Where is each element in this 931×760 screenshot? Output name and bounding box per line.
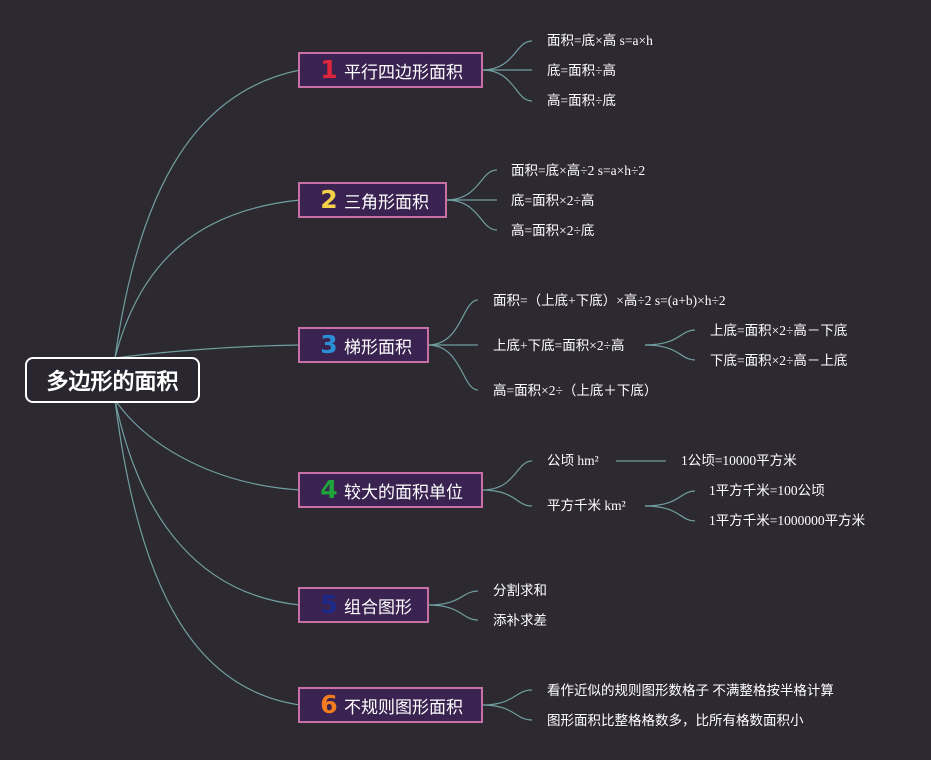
leaf-4-1-1: 1公顷=10000平方米 [681,453,797,468]
leaf-1-3: 高=面积÷底 [547,93,617,108]
leaf-2-2: 底=面积×2÷高 [511,193,595,208]
leaf-3-3: 高=面积×2÷（上底＋下底） [493,383,658,398]
leaf-1-1: 面积=底×高 s=a×h [547,33,653,48]
root-node[interactable]: 多边形的面积 [25,357,200,403]
branch-3-node[interactable]: 3 梯形面积 [298,327,429,363]
number-2-icon: 2 [320,185,338,214]
number-5-icon: 5 [320,590,338,619]
branch-1-label: 平行四边形面积 [344,62,463,83]
branch-6-label: 不规则图形面积 [344,697,463,718]
leaf-1-2: 底=面积÷高 [547,63,617,78]
link-root-3 [114,344,301,359]
leaf-5-1: 分割求和 [493,583,547,598]
leaf-4-2-2: 1平方千米=1000000平方米 [709,513,866,528]
branch-2-node[interactable]: 2 三角形面积 [298,182,447,218]
leaf-2-3: 高=面积×2÷底 [511,223,595,238]
leaf-4-2-1: 1平方千米=100公顷 [709,483,825,498]
leaf-2-1: 面积=底×高÷2 s=a×h÷2 [511,163,646,178]
leaf-4-1: 公顷 hm² [547,453,599,468]
leaf-3-1: 面积=（上底+下底）×高÷2 s=(a+b)×h÷2 [493,293,726,308]
number-1-icon: 1 [320,55,338,84]
branch-3-label: 梯形面积 [344,337,412,358]
leaf-3-2: 上底+下底=面积×2÷高 [493,338,625,353]
leaf-3-2-1: 上底=面积×2÷高－下底 [710,323,848,338]
number-4-icon: 4 [320,475,338,504]
branch-4-node[interactable]: 4 较大的面积单位 [298,472,483,508]
branch-2-label: 三角形面积 [344,192,429,213]
link-root-6 [114,399,301,706]
link-root-2 [114,199,301,359]
link-root-5 [114,399,301,606]
leaf-6-2: 图形面积比整格格数多，比所有格数面积小 [547,713,804,728]
number-6-icon: 6 [320,690,338,719]
leaf-6-1: 看作近似的规则图形数格子 不满整格按半格计算 [547,683,834,698]
leaf-4-2: 平方千米 km² [547,498,626,513]
branch-6-node[interactable]: 6 不规则图形面积 [298,687,483,723]
branch-1-node[interactable]: 1 平行四边形面积 [298,52,483,88]
branch-5-label: 组合图形 [344,597,412,618]
leaf-3-2-2: 下底=面积×2÷高－上底 [710,353,848,368]
branch-5-node[interactable]: 5 组合图形 [298,587,429,623]
link-root-4 [114,399,301,491]
link-root-1 [114,69,301,359]
leaf-5-2: 添补求差 [493,613,547,628]
branch-4-label: 较大的面积单位 [344,482,463,503]
number-3-icon: 3 [320,330,338,359]
